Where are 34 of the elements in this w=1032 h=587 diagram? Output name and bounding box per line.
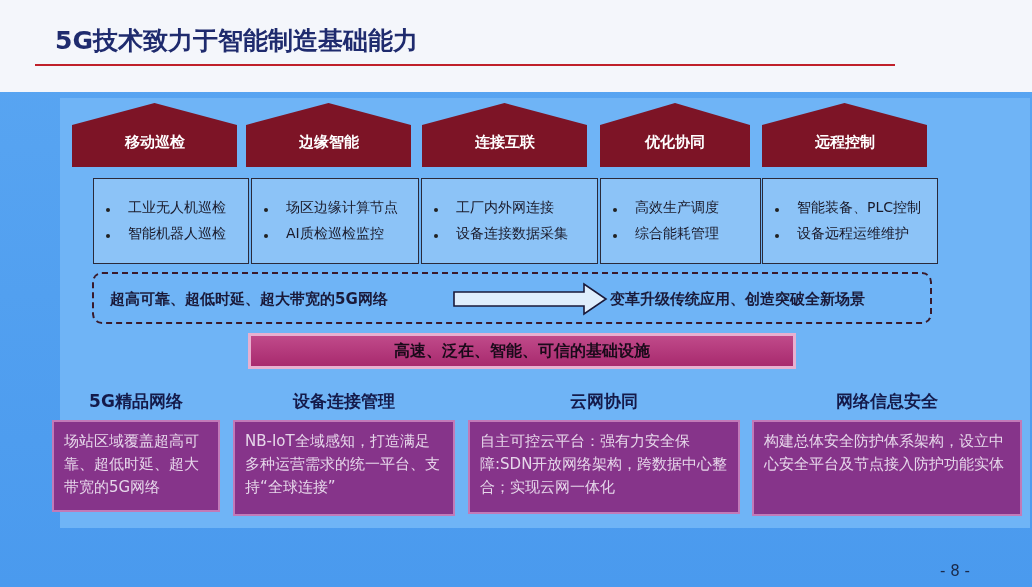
flow-text: 超高可靠、超低时延、超大带宽的5G网络 <box>110 284 450 314</box>
list-box <box>600 178 761 264</box>
block-arrow <box>453 282 608 316</box>
house-label: 连接互联 <box>473 133 536 152</box>
text-box: 构建总体安全防护体系架构，设立中心安全平台及节点接入防护功能实体 <box>752 420 1022 516</box>
list-item: 工业无人机巡检 <box>128 199 226 217</box>
text-box: 自主可控云平台：强有力安全保障:SDN开放网络架构，跨数据中心整合；实现云网一体化 <box>468 420 740 514</box>
list-item: 场区边缘计算节点 <box>286 199 398 217</box>
house-label: 移动巡检 <box>123 133 186 152</box>
list-item: 设备远程运维维护 <box>797 225 909 243</box>
house-label: 边缘智能 <box>297 133 360 152</box>
list-item: 高效生产调度 <box>635 199 719 217</box>
house-label: 远程控制 <box>813 133 876 152</box>
list-box <box>93 178 249 264</box>
text-box: 场站区域覆盖超高可靠、超低时延、超大带宽的5G网络 <box>52 420 220 512</box>
page-title: 5G技术致力于智能制造基础能力 <box>55 25 418 57</box>
list-box <box>762 178 938 264</box>
box-heading: 网络信息安全 <box>835 390 939 413</box>
flow-text: 变革升级传统应用、创造突破全新场景 <box>610 284 920 314</box>
list-item: 智能装备、PLC控制 <box>797 199 922 217</box>
banner-bar: 高速、泛在、智能、可信的基础设施 <box>248 333 796 369</box>
list-box <box>251 178 419 264</box>
list-item: 智能机器人巡检 <box>128 225 226 243</box>
house-label: 优化协同 <box>643 133 706 152</box>
text-box: NB-IoT全域感知，打造满足多种运营需求的统一平台、支持“全球连接” <box>233 420 455 516</box>
list-item: 设备连接数据采集 <box>456 225 568 243</box>
list-item: 工厂内外网连接 <box>456 199 554 217</box>
page-number: - 8 - <box>940 562 970 580</box>
box-heading: 5G精品网络 <box>88 390 184 413</box>
list-item: 综合能耗管理 <box>635 225 719 243</box>
list-item: AI质检巡检监控 <box>286 225 384 243</box>
box-heading: 云网协同 <box>569 390 639 413</box>
box-heading: 设备连接管理 <box>291 390 396 413</box>
list-box <box>421 178 598 264</box>
